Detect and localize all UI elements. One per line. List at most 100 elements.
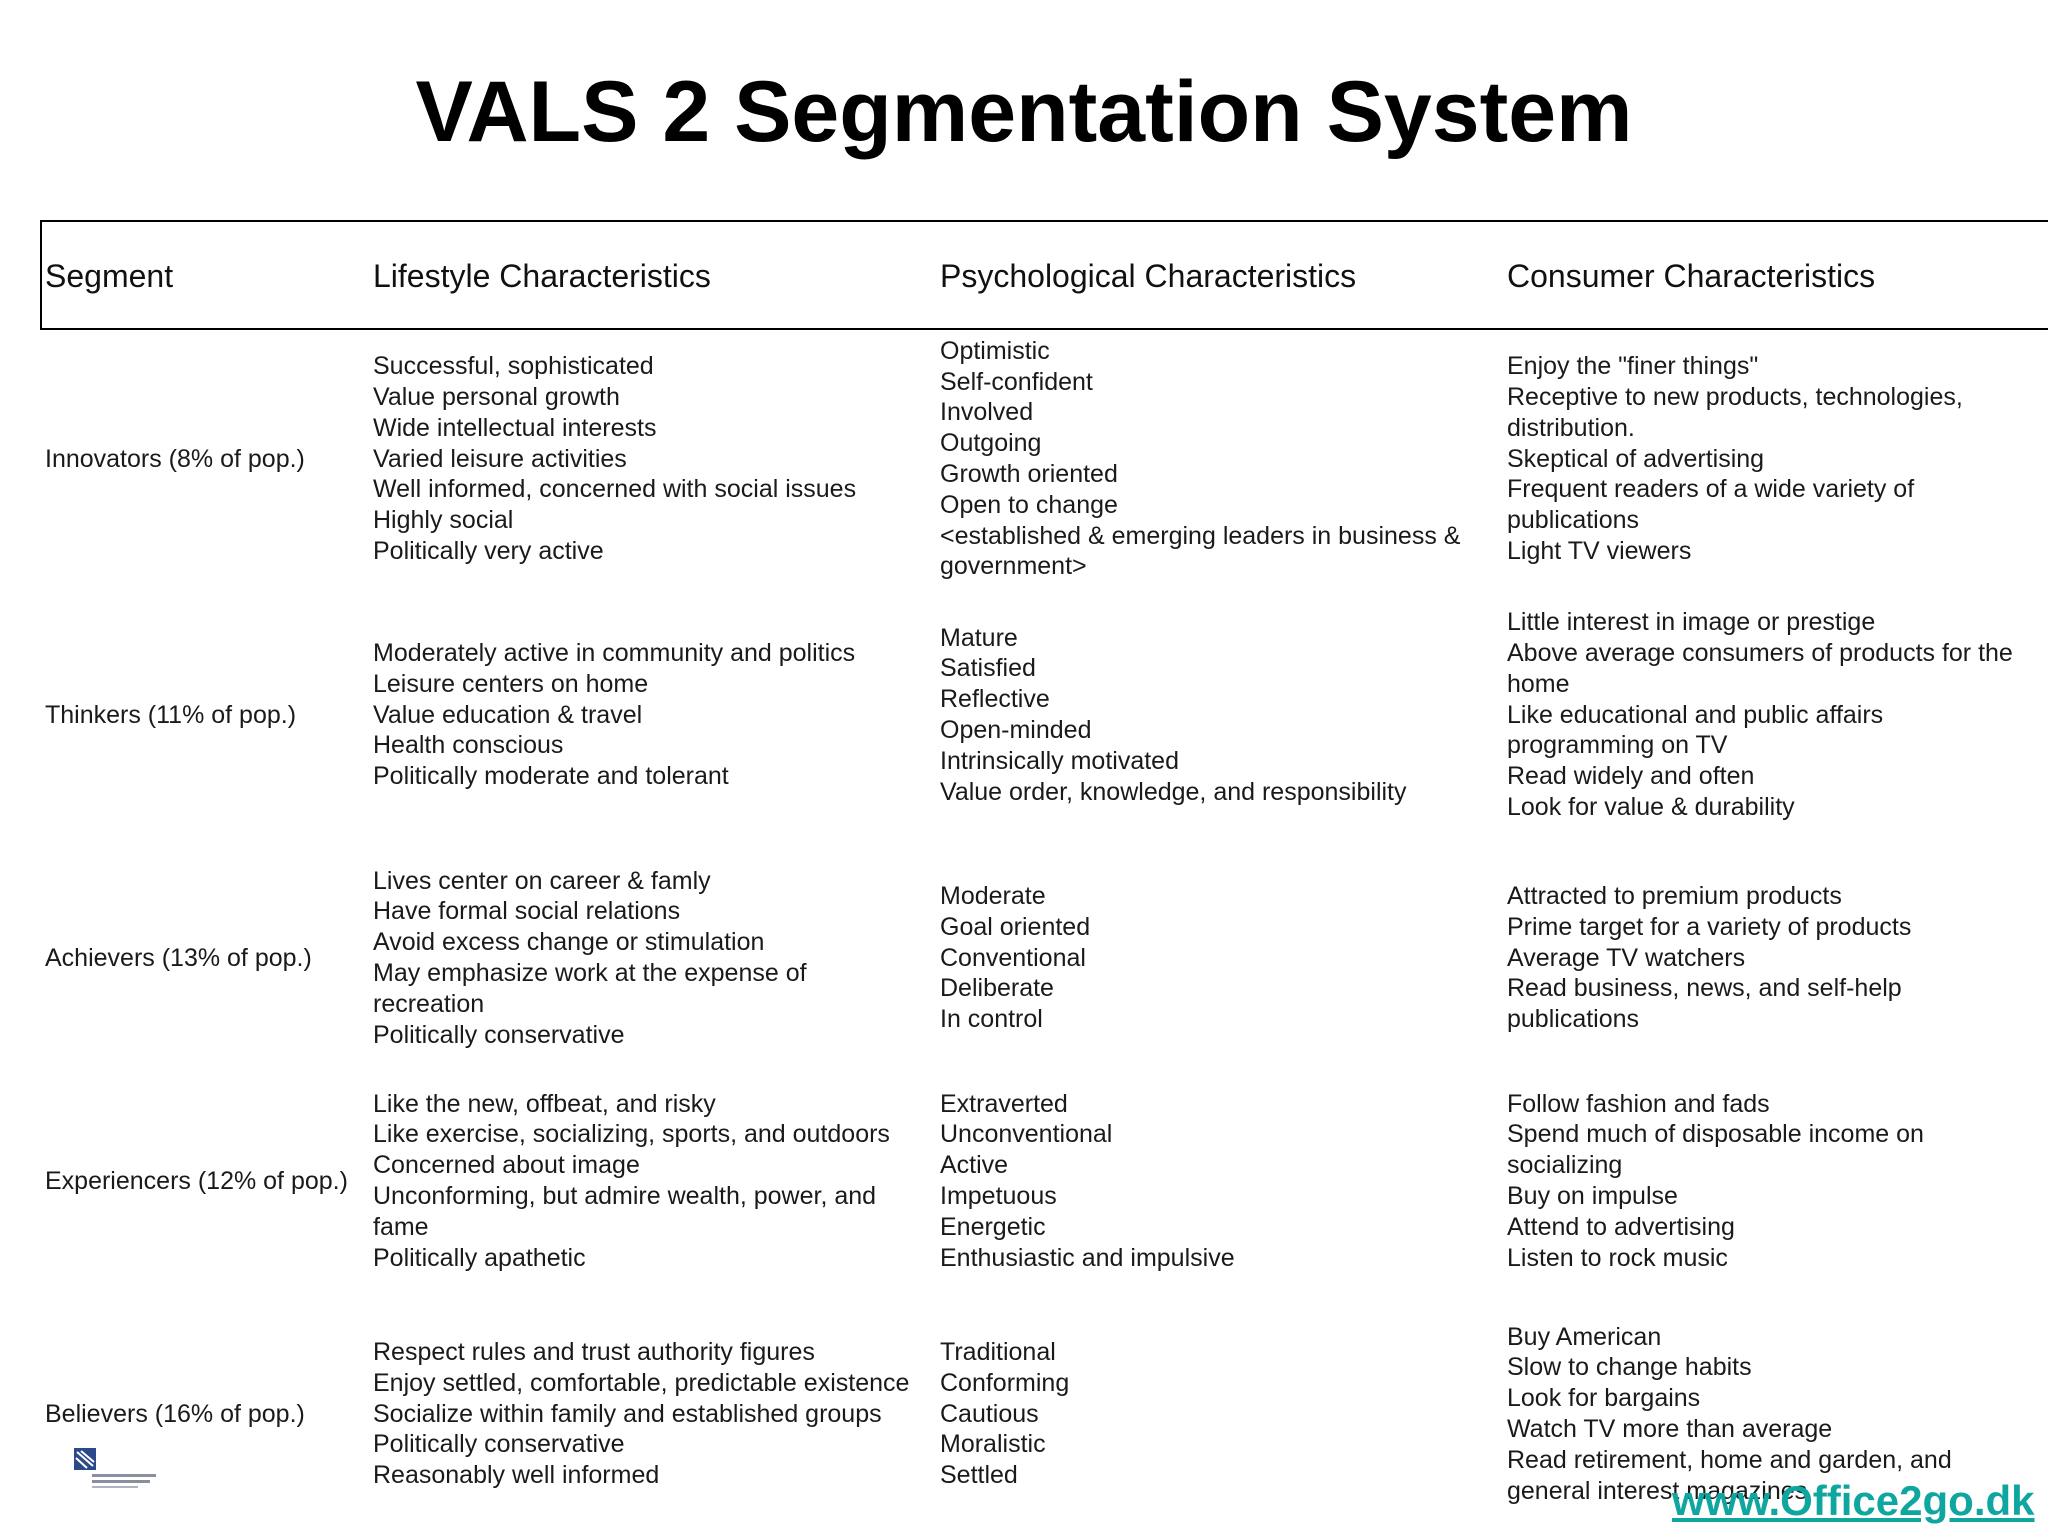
characteristic-line: Highly social: [373, 506, 514, 535]
characteristic-line: Attend to advertising: [1507, 1212, 1735, 1241]
characteristic-line: Like exercise, socializing, sports, and …: [373, 1120, 890, 1149]
characteristic-line: Wide intellectual interests: [373, 413, 657, 442]
characteristic-line: Listen to rock music: [1507, 1243, 1728, 1272]
characteristic-line: Prime target for a variety of products: [1507, 912, 1912, 941]
header-psychological: Psychological Characteristics: [940, 258, 1357, 294]
characteristic-line: Concerned about image: [373, 1151, 640, 1180]
characteristic-line: Reasonably well informed: [373, 1461, 660, 1490]
lifestyle-cell: Respect rules and trust authority figure…: [373, 1337, 909, 1491]
characteristic-line: Energetic: [940, 1212, 1046, 1241]
characteristic-line: Politically conservative: [373, 1020, 625, 1049]
table-header-box: [40, 220, 2048, 330]
characteristic-line: Unconforming, but admire wealth, power, …: [373, 1181, 877, 1210]
school-logo-icon: [74, 1448, 156, 1488]
characteristic-line: Frequent readers of a wide variety of: [1507, 475, 1915, 504]
characteristic-line: Like the new, offbeat, and risky: [373, 1089, 716, 1118]
characteristic-line: Outgoing: [940, 429, 1042, 458]
characteristic-line: Varied leisure activities: [373, 444, 627, 473]
segment-label: Believers (16% of pop.): [45, 1400, 305, 1428]
characteristic-line: Unconventional: [940, 1120, 1113, 1149]
characteristic-line: programming on TV: [1507, 731, 1728, 760]
characteristic-line: Avoid excess change or stimulation: [373, 928, 765, 957]
characteristic-line: Value education & travel: [373, 700, 643, 729]
characteristic-line: Skeptical of advertising: [1507, 444, 1765, 473]
characteristic-line: Like educational and public affairs: [1507, 700, 1884, 729]
segment-label: Experiencers (12% of pop.): [45, 1167, 348, 1195]
characteristic-line: Optimistic: [940, 336, 1050, 365]
characteristic-line: Successful, sophisticated: [373, 352, 654, 381]
characteristic-line: Impetuous: [940, 1181, 1057, 1210]
characteristic-line: government>: [940, 552, 1087, 581]
characteristic-line: socializing: [1507, 1151, 1623, 1180]
lifestyle-cell: Moderately active in community and polit…: [373, 638, 855, 792]
characteristic-line: May emphasize work at the expense of: [373, 958, 807, 987]
characteristic-line: Above average consumers of products for …: [1507, 638, 2013, 667]
characteristic-line: Reflective: [940, 685, 1050, 714]
characteristic-line: Deliberate: [940, 974, 1054, 1003]
characteristic-line: Buy American: [1507, 1322, 1662, 1351]
characteristic-line: Receptive to new products, technologies,: [1507, 382, 1963, 411]
characteristic-line: distribution.: [1507, 413, 1635, 442]
characteristic-line: Spend much of disposable income on: [1507, 1120, 1924, 1149]
characteristic-line: <established & emerging leaders in busin…: [940, 521, 1461, 550]
characteristic-line: Politically apathetic: [373, 1243, 586, 1272]
characteristic-line: Look for value & durability: [1507, 792, 1795, 821]
characteristic-line: fame: [373, 1212, 429, 1241]
header-lifestyle: Lifestyle Characteristics: [373, 258, 711, 294]
characteristic-line: Have formal social relations: [373, 897, 681, 926]
characteristic-line: recreation: [373, 989, 485, 1018]
characteristic-line: Cautious: [940, 1399, 1039, 1428]
characteristic-line: Moderately active in community and polit…: [373, 639, 856, 667]
characteristic-line: Extraverted: [940, 1089, 1068, 1118]
characteristic-line: Read widely and often: [1507, 762, 1755, 791]
characteristic-line: Enthusiastic and impulsive: [940, 1243, 1235, 1272]
characteristic-line: home: [1507, 669, 1570, 698]
characteristic-line: Attracted to premium products: [1507, 882, 1842, 910]
characteristic-line: Follow fashion and fads: [1507, 1089, 1770, 1118]
characteristic-line: Politically moderate and tolerant: [373, 762, 729, 791]
characteristic-line: Respect rules and trust authority figure…: [373, 1338, 815, 1366]
characteristic-line: Watch TV more than average: [1507, 1414, 1833, 1443]
characteristic-line: Little interest in image or prestige: [1507, 608, 1876, 637]
characteristic-line: Average TV watchers: [1507, 943, 1746, 972]
characteristic-line: Read business, news, and self-help: [1507, 974, 1902, 1003]
characteristic-line: Value personal growth: [373, 382, 620, 411]
characteristic-line: Settled: [940, 1461, 1018, 1490]
header-consumer: Consumer Characteristics: [1507, 258, 1876, 294]
characteristic-line: Read retirement, home and garden, and: [1507, 1445, 1952, 1474]
characteristic-line: Value order, knowledge, and responsibili…: [940, 777, 1407, 806]
characteristic-line: Open to change: [940, 490, 1118, 519]
characteristic-line: Conventional: [940, 943, 1086, 972]
characteristic-line: Well informed, concerned with social iss…: [373, 475, 857, 504]
characteristic-line: Light TV viewers: [1507, 536, 1692, 565]
characteristic-line: Buy on impulse: [1507, 1181, 1678, 1210]
characteristic-line: Slow to change habits: [1507, 1353, 1752, 1382]
characteristic-line: publications: [1507, 506, 1640, 535]
characteristic-line: Intrinsically motivated: [940, 746, 1179, 775]
page-title: VALS 2 Segmentation System: [415, 64, 1633, 160]
characteristic-line: Health conscious: [373, 731, 564, 760]
characteristic-line: Satisfied: [940, 654, 1036, 683]
characteristic-line: publications: [1507, 1005, 1640, 1034]
header-segment: Segment: [45, 258, 174, 294]
characteristic-line: Politically very active: [373, 536, 604, 565]
characteristic-line: general interest magazines: [1507, 1476, 1808, 1505]
characteristic-line: Look for bargains: [1507, 1384, 1701, 1413]
characteristic-line: Moderate: [940, 882, 1046, 910]
characteristic-line: Mature: [940, 623, 1018, 652]
segment-label: Innovators (8% of pop.): [45, 445, 305, 473]
segment-label: Achievers (13% of pop.): [45, 944, 312, 972]
consumer-cell: Enjoy the "finer things"Receptive to new…: [1507, 351, 1963, 567]
characteristic-line: Politically conservative: [373, 1430, 625, 1459]
characteristic-line: Socialize within family and established …: [373, 1399, 882, 1428]
watermark-link[interactable]: www.Office2go.dk: [1672, 1477, 2035, 1524]
characteristic-line: Conforming: [940, 1368, 1070, 1397]
